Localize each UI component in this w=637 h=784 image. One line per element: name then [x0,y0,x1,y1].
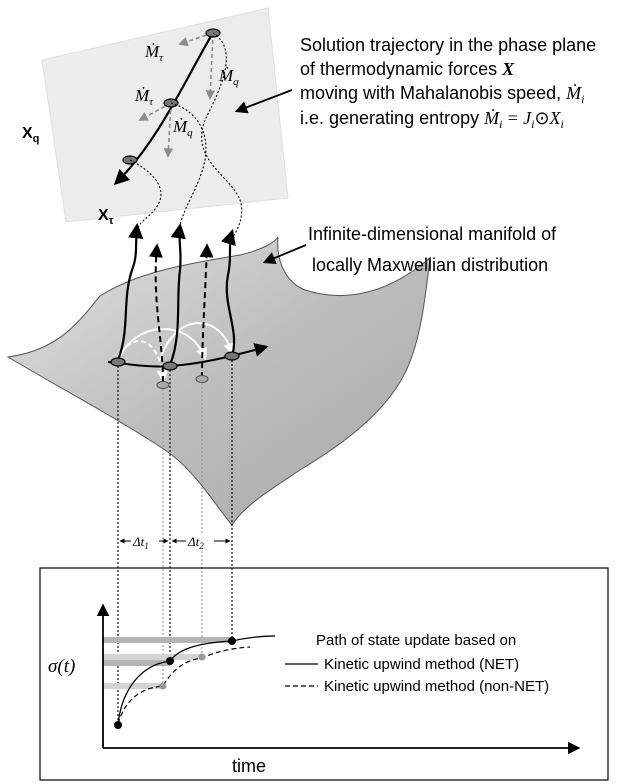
band-2 [103,654,202,660]
force-arrow-q-1 [205,32,216,100]
level-bands [103,637,233,689]
up-arrow-2 [168,222,186,366]
m-dot-q-label-2: Ṁq [172,117,193,139]
chart-y-label: σ(t) [48,656,75,677]
m-dot-tau-label-1: Ṁτ [144,42,164,64]
time-drop-lines [117,360,233,720]
force-arrow-q-2 [163,102,174,158]
delta-t-markers: Δt1 Δt2 [119,533,231,551]
trajectory-annotation: Solution trajectory in the phase plane o… [234,35,596,131]
dt1-label: Δt1 [132,534,149,551]
up-dashed-arrow-1 [149,243,164,383]
curve-arrow-1 [117,328,208,361]
force-arrow-tau-1 [178,32,214,47]
surface-point-1 [110,357,126,367]
surface-point-2 [162,361,178,371]
net-point-0 [114,721,122,729]
manifold-annotation: Infinite-dimensional manifold of locally… [262,224,557,275]
link-1 [201,32,243,239]
net-curve [117,635,276,725]
net-point-1 [166,657,174,665]
band-4 [103,683,163,689]
legend-solid-label: Kinetic upwind method (NET) [324,656,519,673]
upward-solid-arrows [116,222,236,366]
trajectory-line-3: moving with Mahalanobis speed, Ṁi [300,83,585,106]
plane-to-manifold-links [129,32,243,239]
legend-title: Path of state update based on [316,632,516,649]
manifold-pointer-arrow [262,244,307,264]
axis-label-xtau: Xτ [98,207,114,227]
link-2 [170,102,207,226]
force-arrow-tau-2 [138,102,172,121]
trajectory-line-2: of thermodynamic forces X [300,59,515,79]
manifold-surface [6,236,431,526]
chart-legend: Path of state update based on Kinetic up… [285,632,549,695]
dt2-label: Δt2 [187,534,204,551]
trajectory-pointer-arrow [234,89,293,114]
up-arrow-3 [221,229,236,357]
manifold-line-1: Infinite-dimensional manifold of [308,224,557,244]
net-point-2 [228,637,236,645]
chart-panel: σ(t) time Path of state update based on … [39,567,609,781]
non-net-point-2 [198,653,206,661]
manifold [6,222,431,526]
force-arrows [138,32,216,158]
up-dashed-arrow-2 [199,243,214,379]
band-3 [103,660,170,666]
surface-point-3 [224,351,240,361]
trajectory-line-1: Solution trajectory in the phase plane [300,35,596,55]
m-dot-tau-label-2: Ṁτ [134,86,154,108]
non-net-point-1 [159,682,167,690]
upward-dashed-arrows [149,243,214,383]
manifold-line-2: locally Maxwellian distribution [312,255,548,275]
curve-arrow-2 [159,322,236,361]
band-1 [103,637,233,643]
link-3 [129,159,162,229]
up-arrow-1 [116,222,144,361]
chart-frame [39,567,609,781]
chart-x-label: time [232,756,266,776]
surface-point-dashed-1 [156,381,170,389]
phase-plane-sheet [41,7,289,223]
surface-point-dashed-2 [195,375,209,383]
trajectory-line-4: i.e. generating entropy Ṁi= Ji⊙Xi [300,108,564,131]
phase-plane: Ṁτ Ṁq Ṁτ Ṁq Xq Xτ [22,7,289,227]
axis-label-xq: Xq [22,125,39,145]
legend-dashed-label: Kinetic upwind method (non-NET) [324,678,549,695]
